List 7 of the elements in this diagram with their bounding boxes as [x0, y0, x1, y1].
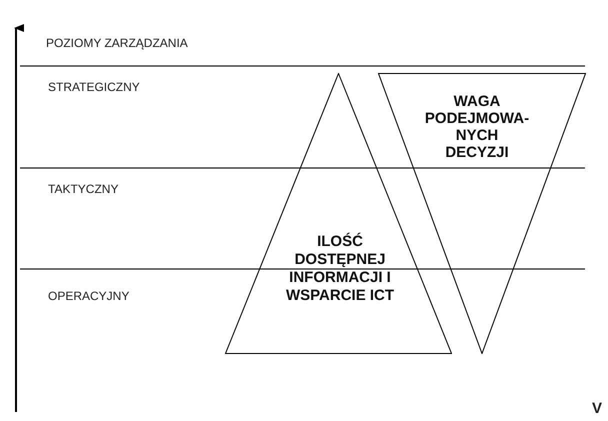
level-label: STRATEGICZNY — [48, 80, 140, 94]
level-label: TAKTYCZNY — [48, 182, 118, 196]
text-fragment: V — [592, 400, 602, 417]
axis-title: POZIOMY ZARZĄDZANIA — [46, 36, 188, 50]
level-label: OPERACYJNY — [48, 289, 130, 303]
triangle-label: ILOŚĆ DOSTĘPNEJ INFORMACJI I WSPARCIE ICT — [284, 233, 396, 305]
triangle-label: WAGA PODEJMOWA- NYCH DECYZJI — [424, 93, 530, 161]
